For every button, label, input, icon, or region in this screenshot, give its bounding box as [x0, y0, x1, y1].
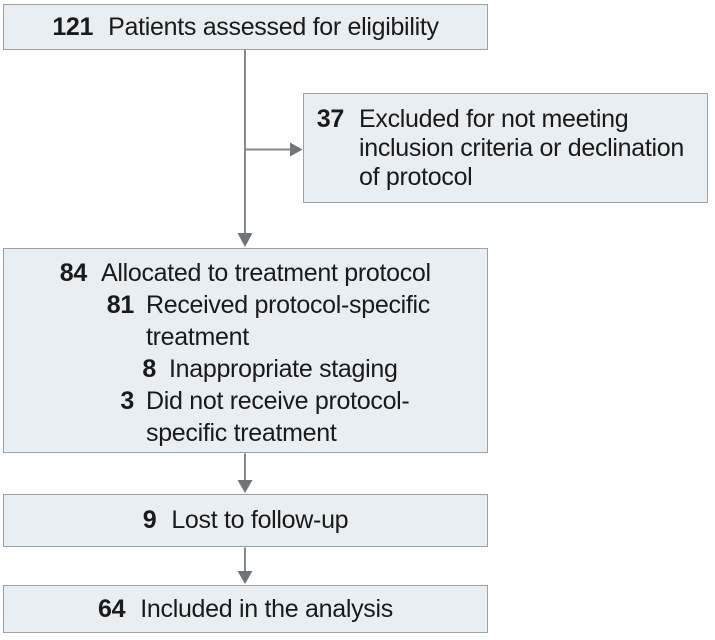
not-received-treatment-entry: 3 Did not receive protocol- specific tre… — [4, 385, 487, 449]
inappropriate-staging-entry: 8 Inappropriate staging — [4, 353, 487, 385]
arrow-lost-to-analysis — [237, 547, 253, 584]
excluded-label: Excluded for not meeting inclusion crite… — [359, 105, 684, 191]
arrow-assessed-to-allocated — [237, 50, 253, 247]
arrow-right-icon — [290, 142, 303, 157]
analysis-count: 64 — [98, 594, 126, 623]
box-assessed-for-eligibility: 121 Patients assessed for eligibility — [3, 4, 488, 50]
excluded-entry: 37 Excluded for not meeting inclusion cr… — [304, 105, 707, 192]
allocated-count: 84 — [59, 259, 88, 287]
excluded-count: 37 — [316, 105, 345, 133]
arrow-down-icon — [237, 571, 253, 584]
box-excluded: 37 Excluded for not meeting inclusion cr… — [303, 93, 708, 203]
arrow-down-icon — [237, 480, 253, 493]
arrow-allocated-to-lost — [237, 453, 253, 493]
assessed-count: 121 — [52, 12, 94, 41]
lost-count: 9 — [142, 506, 157, 534]
assessed-label: Patients assessed for eligibility — [108, 12, 439, 41]
arrow-down-icon — [237, 233, 253, 247]
received-treatment-entry: 81 Received protocol-specific treatment — [4, 289, 487, 353]
not-received-treatment-count: 3 — [120, 387, 134, 415]
not-received-treatment-label: Did not receive protocol- specific treat… — [146, 387, 410, 447]
inappropriate-staging-label: Inappropriate staging — [169, 355, 398, 383]
received-treatment-label: Received protocol-specific treatment — [146, 291, 430, 351]
lost-label: Lost to follow-up — [171, 506, 349, 534]
allocated-label: Allocated to treatment protocol — [101, 259, 431, 287]
allocated-entry: 84 Allocated to treatment protocol — [4, 257, 487, 289]
box-included-in-analysis: 64 Included in the analysis — [3, 585, 488, 633]
box-lost-to-follow-up: 9 Lost to follow-up — [3, 494, 488, 547]
analysis-label: Included in the analysis — [140, 594, 393, 623]
inappropriate-staging-count: 8 — [142, 355, 156, 383]
received-treatment-count: 81 — [106, 291, 135, 319]
arrow-branch-to-excluded — [245, 142, 303, 157]
box-allocated-to-treatment: 84 Allocated to treatment protocol 81 Re… — [3, 248, 488, 453]
